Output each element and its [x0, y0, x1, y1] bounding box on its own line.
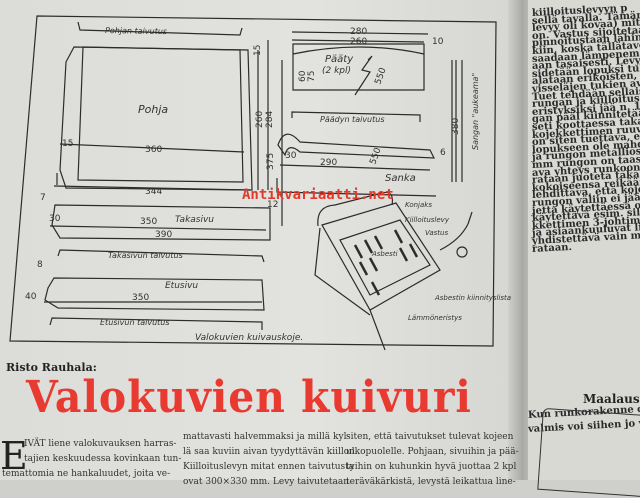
- dim-6: 6: [440, 148, 446, 158]
- takasivu-part: [51, 204, 271, 241]
- dim-375: 375: [266, 153, 276, 170]
- right-page-box: [537, 407, 640, 498]
- text-line: mattavasti halvemmaksi ja millä kyl-: [183, 432, 350, 442]
- dim-75: 75: [307, 71, 317, 82]
- article-column-2: mattavasti halvemmaksi ja millä kyl- lä …: [183, 430, 358, 490]
- drop-cap: E: [0, 434, 28, 478]
- text-line: siten, että taivutukset tulevat kojeen: [346, 432, 514, 442]
- dim-15: 15: [253, 45, 263, 56]
- text-line: IVÄT liene valokuvauksen harras-: [24, 439, 177, 449]
- dim-60: 60: [298, 70, 308, 82]
- watermark: Antikvariaatti.net: [242, 187, 394, 203]
- dim-30b: 30: [49, 214, 61, 224]
- label-asbestin-kiinnityslista: Asbestin kiinnityslista: [434, 294, 511, 302]
- dim-360: 360: [145, 145, 162, 155]
- drawing-frame: [9, 15, 497, 347]
- label-konjaks: Konjaks: [405, 201, 432, 209]
- label-etusivun-taivutus: Etusivun taivutus: [100, 318, 170, 327]
- text-line: rataan.: [531, 241, 573, 255]
- dim-7: 7: [40, 193, 46, 203]
- dim-344: 344: [145, 187, 162, 197]
- dim-350: 350: [140, 217, 157, 227]
- label-paaty-count: (2 kpl): [322, 66, 351, 76]
- dim-380: 380: [451, 118, 461, 135]
- label-pohjan-taivutus: Pohjan taivutus: [105, 26, 167, 36]
- dim-390: 390: [155, 230, 172, 240]
- text-line: tyihin on kuhunkin hyvä juottaa 2 kpl: [346, 462, 517, 472]
- dim-550: 550: [373, 66, 388, 86]
- label-vastus: Vastus: [425, 229, 448, 237]
- text-line: lä saa kuviin aivan tyydyttävän kiillon.: [183, 447, 358, 457]
- label-paaty: Pääty: [325, 54, 354, 65]
- text-line: temattomia ne hankaluudet, joita ve-: [2, 469, 171, 479]
- dim-290: 290: [320, 158, 337, 168]
- label-etusivu: Etusivu: [165, 281, 198, 291]
- label-takasivun-taivutus: Takasivun taivutus: [108, 251, 183, 260]
- article-author: Risto Rauhala:: [6, 361, 97, 374]
- kuivauskoje-illustration: [314, 191, 473, 351]
- label-paadyn-taivutus: Päädyn taivutus: [320, 115, 385, 124]
- dim-284: 284: [265, 111, 275, 128]
- text-line: teräväkärkistä, levystä leikattua line-: [346, 477, 516, 487]
- label-sanka: Sanka: [385, 173, 416, 184]
- section-heading-maalaus: Maalaus: [583, 392, 640, 406]
- technical-drawing: Pohjan taivutus Pohja 360 344 260 284 15…: [9, 15, 511, 351]
- paaty-part: [292, 43, 425, 91]
- drawing-caption: Valokuvien kuivauskoje.: [195, 333, 303, 343]
- dim-260: 260: [255, 111, 265, 128]
- text-line: tajien keskuudessa kovinkaan tun-: [24, 454, 182, 464]
- label-lammoneristys: Lämmöneristys: [408, 314, 462, 322]
- label-pohja: Pohja: [138, 103, 168, 116]
- dim-40: 40: [25, 292, 37, 302]
- dim-280: 280: [350, 27, 367, 37]
- dim-260b: 260: [350, 37, 367, 47]
- text-line: ovat 300×330 mm. Levy taivutetaan: [183, 477, 350, 487]
- article-column-3: siten, että taivutukset tulevat kojeen u…: [346, 430, 519, 490]
- label-takasivu: Takasivu: [175, 215, 214, 225]
- dim-8: 8: [37, 260, 43, 270]
- article-column-1: IVÄT liene valokuvauksen harras- tajien …: [2, 437, 182, 482]
- sanka-part: [277, 133, 435, 159]
- dim-12: 12: [267, 200, 278, 210]
- pohja-part: [59, 46, 253, 191]
- label-sangan-aukeama: Sangan "aukeama": [471, 73, 480, 150]
- article-title: Valokuvien kuivuri: [26, 372, 472, 423]
- dim-15b: 15: [62, 139, 73, 149]
- label-asbesti: Asbesti: [371, 250, 398, 258]
- dim-350b: 350: [132, 293, 149, 303]
- text-line: ulkopuolelle. Pohjaan, sivuihin ja pää-: [346, 447, 519, 457]
- label-kiilloituslevy: Kiilloituslevy: [405, 216, 450, 224]
- dim-30: 30: [285, 151, 297, 161]
- text-line: Kiilloituslevyn mitat ennen taivutusta: [183, 462, 355, 472]
- etusivu-part: [44, 277, 265, 311]
- dim-10: 10: [432, 37, 444, 47]
